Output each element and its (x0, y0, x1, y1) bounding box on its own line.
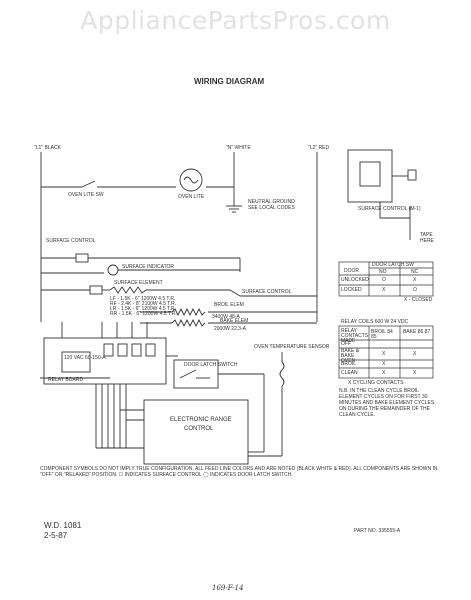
relay-row-clean: CLEAN (341, 370, 358, 376)
label-inset-caption: SURFACE CONTROL (M-1) (358, 206, 421, 212)
relay-legend: X CYCLING CONTACTS (348, 380, 404, 386)
inset-surface-control (347, 149, 393, 203)
clean-cycle-note: N.B. IN THE CLEAN CYCLE BROIL ELEMENT CY… (339, 388, 435, 418)
label-surface-control: SURFACE CONTROL (46, 238, 96, 244)
label-inset-here: HERE (420, 238, 434, 244)
ic-block (61, 351, 91, 373)
label-broil-elem: BROIL ELEM (214, 302, 244, 308)
elem-rating-lf: LF - 1.5K - 6" 1200W 4.5 T.R. (110, 296, 176, 302)
label-neutral-white: "N" WHITE (226, 145, 251, 151)
elem-rating-rf: RF - 2.4K - 8" 2100W 4.5 T.R. (110, 301, 177, 307)
relay-clean-broil: X (382, 370, 386, 376)
elem-rating-lr: LR - 1.5K - 6" 1200W 4.5 T.R. (110, 306, 176, 312)
relay-board-outline (43, 337, 167, 385)
label-oven-lite: OVEN LITE (178, 194, 205, 200)
label-broil-rating: 3400W 48-A (212, 314, 240, 320)
door-latch-table-header: DOOR LATCH SW (372, 262, 414, 268)
oven-temp-sensor-coil (279, 361, 285, 387)
broil-element-resistor (171, 307, 206, 317)
label-ic: 120 VAC 60-150-A (64, 355, 106, 361)
electronic-range-control-box (143, 399, 249, 465)
label-see-local-codes: SEE LOCAL CODES (248, 205, 295, 211)
surface-element-resistor (109, 286, 147, 294)
label-l1-black: "L1" BLACK (34, 145, 61, 151)
door-latch-locked-nc: O (413, 287, 417, 293)
relay-row-bake: BAKE & BAKE OVEN (341, 348, 360, 364)
relay-table-header: RELAY COILS 600 W 24 VDC (341, 319, 409, 325)
part-number: PART NO. 335555-A (354, 528, 401, 534)
footnote: COMPONENT SYMBOLS DO NOT IMPLY TRUE CONF… (40, 466, 438, 478)
relay-row-broil: BROIL (341, 361, 357, 367)
label-l2-red: "L2" RED (308, 145, 330, 151)
label-control: CONTROL (184, 426, 214, 432)
label-surface-indicator: SURFACE INDICATOR (122, 264, 175, 270)
elem-rating-rr: RR - 1.5K - 6" 1200W 4.5 T.R. (110, 311, 177, 317)
label-neutral-ground: NEUTRAL GROUND (248, 199, 295, 205)
label-bake-elem: BAKE ELEM (220, 318, 249, 324)
door-latch-state-locked: LOCKED (341, 287, 362, 293)
watermark: AppliancePartsPros.com (80, 6, 391, 35)
label-inset-tape: TAPE (420, 232, 433, 238)
door-latch-locked-no: X (382, 287, 386, 293)
relay-bake-bake: X (413, 351, 417, 357)
relay-row-off: OFF (341, 341, 351, 347)
door-latch-unlocked-no: O (382, 277, 386, 283)
door-latch-table-outline (338, 261, 434, 297)
door-latch-row-label: DOOR (344, 268, 359, 274)
relay-col-bake: BAKE 86 87 (403, 329, 431, 335)
oven-lite-switch (81, 180, 96, 188)
handwritten-code: 169-F-14 (212, 584, 244, 592)
relay-bake-broil: X (382, 351, 386, 357)
wd-date: 2-5-87 (44, 531, 68, 540)
relay-col-broil: BROIL 84 85 (371, 329, 393, 340)
bake-element-resistor (171, 318, 206, 328)
diagram-title: WIRING DIAGRAM (194, 77, 265, 86)
label-oven-temp-sensor: OVEN TEMPERATURE SENSOR (254, 344, 330, 350)
relay-table-outline (338, 325, 434, 379)
door-latch-col-nc: NC (411, 269, 419, 275)
label-door-latch-switch: DOOR LATCH SWITCH (184, 362, 238, 368)
relay-col-contacts: RELAY CONTACTS MADE (341, 328, 369, 344)
label-electronic-range: ELECTRONIC RANGE (170, 417, 232, 423)
door-latch-state-unlocked: UNLOCKED (341, 277, 369, 283)
label-surface-control-2: SURFACE CONTROL (242, 289, 292, 295)
label-bake-rating: 2000W 22.3-A (214, 326, 246, 332)
door-latch-col-no: NO (379, 269, 387, 275)
relay-broil-broil: X (382, 361, 386, 367)
label-surface-element: SURFACE ELEMENT (114, 280, 163, 286)
wd-number: W.D. 1081 (44, 521, 82, 530)
surface-control-box (75, 253, 89, 263)
door-latch-legend: X - CLOSED (404, 297, 433, 303)
label-relay-board: RELAY BOARD (48, 377, 84, 383)
relay-clean-bake: X (413, 370, 417, 376)
label-oven-lite-switch: OVEN LITE SW (68, 192, 104, 198)
oven-lite-bulb (179, 168, 203, 192)
door-latch-unlocked-nc: X (413, 277, 417, 283)
surface-indicator-lamp (107, 264, 119, 276)
